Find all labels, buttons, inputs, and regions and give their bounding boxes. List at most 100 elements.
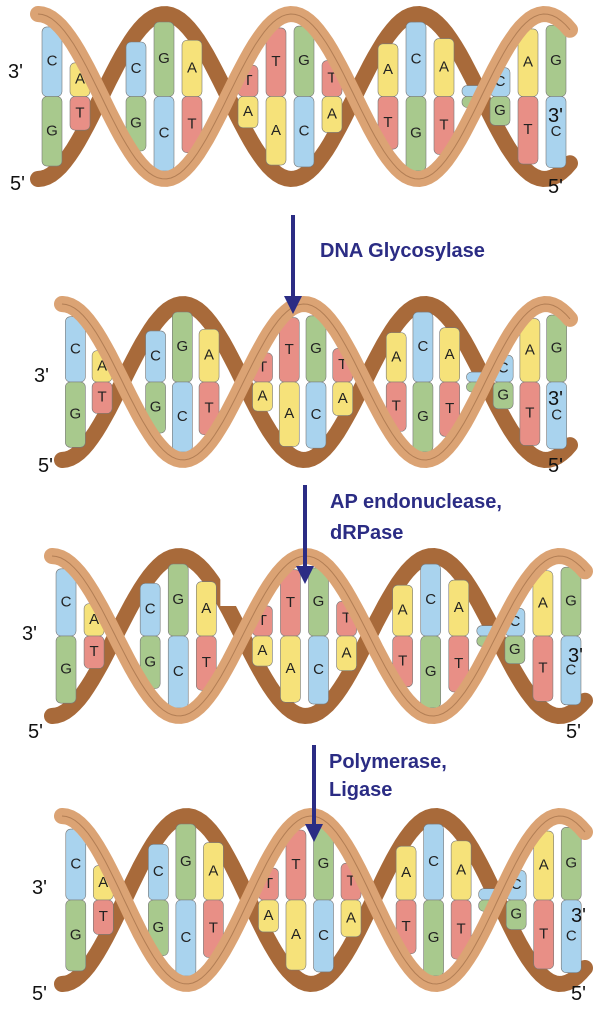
base-pair: TA [278, 317, 300, 447]
base-pair: AT [517, 28, 539, 165]
base-upper-label: C [61, 593, 72, 610]
base-lower-label: T [523, 121, 532, 138]
base-lower [546, 381, 567, 450]
base-lower-label: G [70, 926, 82, 943]
base-lower [533, 899, 555, 970]
base-lower [545, 96, 567, 169]
base-lower-label: G [428, 929, 440, 946]
base-lower-label: C [566, 661, 577, 678]
base-upper-label: C [70, 340, 81, 357]
base-lower [308, 635, 329, 705]
base-lower [65, 899, 87, 972]
base-lower [92, 899, 114, 935]
base-lower-label: G [494, 102, 506, 119]
base-upper-label: G [310, 340, 322, 357]
label-3prime-right: 3' [548, 388, 563, 410]
base-upper-label: T [338, 356, 347, 373]
base-upper-label: C [428, 853, 439, 870]
label-3prime-right: 3' [568, 645, 583, 667]
base-pair: GC [313, 827, 334, 973]
base-pair: CG [65, 828, 87, 972]
label-3prime-right: 3' [571, 905, 586, 927]
base-upper-label: A [456, 861, 466, 878]
base-upper-label: T [243, 72, 252, 89]
base-lower [65, 381, 86, 448]
base-upper-label: A [89, 611, 99, 628]
base-lower [258, 899, 279, 933]
base-upper-label: A [538, 594, 548, 611]
base-lower-label: G [153, 919, 165, 936]
base-upper-label: C [495, 73, 506, 90]
base-upper-label: T [286, 594, 295, 611]
base-upper-label: C [411, 50, 422, 67]
base-lower-label: A [257, 642, 267, 659]
base-lower-label: T [457, 921, 466, 938]
base-lower [305, 381, 327, 449]
step-3-label-line2: Ligase [329, 779, 392, 801]
base-upper-label: A [454, 599, 464, 616]
base-pair: AT [433, 38, 455, 155]
base-pair: AT [203, 842, 224, 958]
backbone-edge [61, 815, 586, 985]
base-upper-label: C [70, 855, 81, 872]
base-upper-label: T [258, 612, 267, 629]
base-pair: AT [439, 327, 460, 437]
base-pair: GC [175, 823, 197, 977]
base-lower-label: T [98, 389, 107, 406]
base-pair: TA [280, 569, 301, 703]
base-pair: AT [448, 579, 470, 693]
base-pair: TA [285, 829, 307, 971]
base-upper-label: G [318, 855, 330, 872]
base-lower-label: A [285, 660, 295, 677]
base-pair: AT [385, 332, 407, 432]
strand-nick [220, 546, 245, 606]
base-lower [278, 381, 300, 447]
base-pair: CG [423, 823, 444, 977]
base-upper-label: A [201, 600, 211, 617]
base-lower-label: C [313, 661, 324, 678]
base-lower-label: G [425, 663, 437, 680]
label-5prime-right: 5' [548, 455, 563, 477]
base-lower [492, 381, 514, 410]
base-pair: GC [560, 826, 582, 974]
base-pair: CG [55, 568, 77, 704]
base-lower-label: T [383, 114, 392, 131]
base-pair: TA [340, 862, 362, 938]
base-upper-label: C [511, 876, 522, 893]
base-lower [280, 635, 301, 703]
step-2-label-line1: AP endonuclease, [330, 491, 502, 513]
base-lower [504, 635, 526, 665]
step-2-label-line2: dRPase [330, 522, 403, 544]
base-lower [560, 899, 582, 974]
base-pair: CG [41, 26, 63, 167]
base-upper-label: A [391, 348, 401, 365]
base-upper-label: A [187, 59, 197, 76]
base-lower-label: A [258, 388, 268, 405]
base-lower [285, 899, 307, 971]
base-lower [532, 635, 554, 702]
label-5prime-left: 5' [10, 173, 25, 195]
base-upper-label: C [509, 613, 520, 630]
base-lower-label: G [417, 408, 429, 425]
base-lower-label: T [187, 116, 196, 133]
step-arrow-3 [305, 745, 323, 842]
base-lower [293, 96, 315, 168]
base-lower-label: A [338, 390, 348, 407]
base-upper-label: C [145, 601, 156, 618]
base-upper-label: C [418, 338, 429, 355]
base-lower-label: G [150, 399, 162, 416]
base-lower-label: A [327, 105, 337, 122]
backbone-edge [61, 303, 571, 461]
label-3prime-left: 3' [34, 365, 49, 387]
base-lower-label: G [497, 386, 509, 403]
base-upper-label: G [565, 593, 577, 610]
base-upper-label: C [153, 863, 164, 880]
base-upper-label: C [498, 360, 509, 377]
base-upper-label: T [291, 856, 300, 873]
base-pair: GC [545, 24, 567, 169]
base-lower-label: C [177, 408, 188, 425]
base-pair: TA [252, 605, 273, 667]
